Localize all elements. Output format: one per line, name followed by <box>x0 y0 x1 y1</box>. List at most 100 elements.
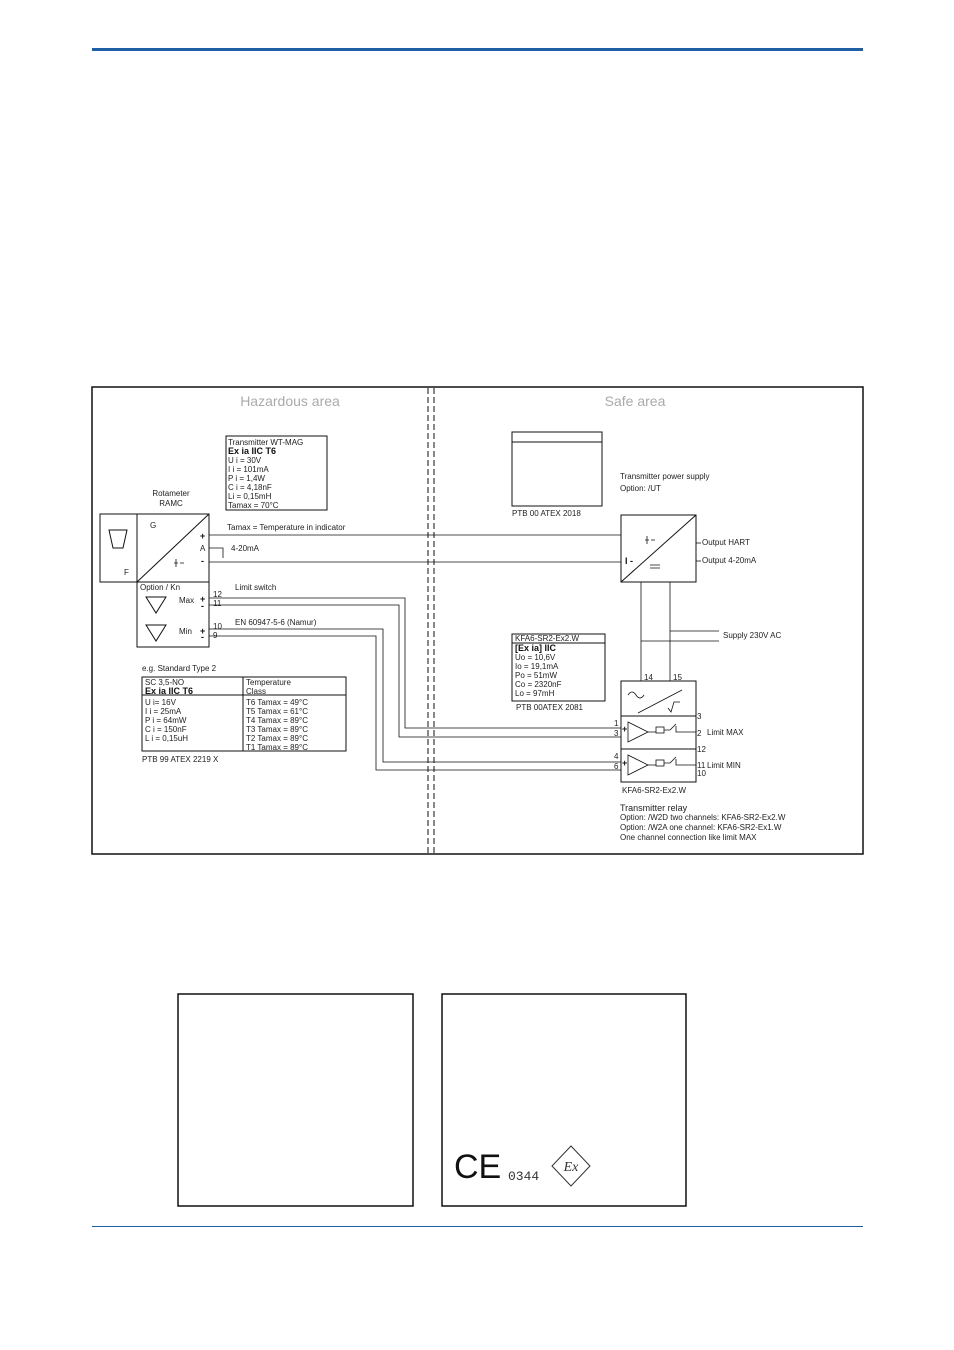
switch-terminal-11: 11 <box>213 599 222 608</box>
rotameter-g: G <box>150 521 156 530</box>
max-plus: + <box>200 594 205 604</box>
float-icon <box>108 529 128 549</box>
relay-left-3: 3 <box>614 729 619 738</box>
bottom-rule <box>92 1226 863 1227</box>
kfa-spec-2: Uo = 10,6V <box>515 653 556 662</box>
transmitter-spec-4: P i = 1,4W <box>228 474 265 483</box>
sc-spec-1: Ex ia IIC T6 <box>145 686 193 696</box>
max-switch-icon <box>145 596 167 614</box>
sc-spec-3: I i = 25mA <box>145 707 182 716</box>
min-switch-icon <box>145 624 167 642</box>
relay-contact-min-icon <box>648 756 696 766</box>
switch-terminal-12: 12 <box>213 590 222 599</box>
limit-switch-box <box>136 581 210 648</box>
terminal-minus: - <box>201 556 204 566</box>
power-i-symbol: I - <box>625 556 633 566</box>
relay-terminal-15: 15 <box>673 673 682 682</box>
notified-body-number: 0344 <box>508 1169 539 1184</box>
converter-icon <box>174 559 184 567</box>
power-supply-label-1: Option: /UT <box>620 484 661 493</box>
ce-mark: CE <box>454 1148 501 1186</box>
temp-class-2: T4 Tamax = 89°C <box>246 716 308 725</box>
rotameter-label-1: RAMC <box>159 499 183 508</box>
relay-coil-max-icon <box>655 726 665 734</box>
temp-class-header-0: Temperature <box>246 678 291 687</box>
temp-class-0: T6 Tamax = 49°C <box>246 698 308 707</box>
wire-a <box>209 547 224 558</box>
switch-terminal-10: 10 <box>213 622 222 631</box>
tamax-note: Tamax = Temperature in indicator <box>227 523 346 532</box>
temp-class-1: T5 Tamax = 61°C <box>246 707 308 716</box>
max-label: Max <box>179 596 194 605</box>
option-kn-label: Option / Kn <box>140 583 180 592</box>
sc-spec-0: SC 3,5-NO <box>145 678 184 687</box>
transmitter-spec-3: I i = 101mA <box>228 465 269 474</box>
kfa-spec-4: Po = 51mW <box>515 671 557 680</box>
transmitter-spec-box <box>225 435 328 511</box>
relay-text-0: Transmitter relay <box>620 803 688 813</box>
power-supply-label-0: Transmitter power supply <box>620 472 710 481</box>
relay-text-3: One channel connection like limit MAX <box>620 833 757 842</box>
terminal-a: A <box>200 544 206 553</box>
relay-contact-max-icon <box>648 723 696 733</box>
wire-max-a <box>209 597 621 729</box>
relay-right-12: 12 <box>697 745 706 754</box>
transmitter-spec-5: C i = 4,18nF <box>228 483 272 492</box>
nameplate-panel-left <box>177 993 414 1207</box>
amp-max-icon <box>627 721 649 743</box>
temp-class-4: T2 Tamax = 89°C <box>246 734 308 743</box>
relay-plus-2: + <box>622 758 627 768</box>
output-hart: Output HART <box>702 538 750 547</box>
wire-min-a <box>209 628 621 763</box>
ex-hexagon-icon <box>551 1145 591 1187</box>
rotameter-f: F <box>124 568 129 577</box>
safe-area-title: Safe area <box>605 393 666 409</box>
kfa-spec-5: Co = 2320nF <box>515 680 562 689</box>
kfa-spec-0: KFA6-SR2-Ex2.W <box>515 634 579 643</box>
top-rule <box>92 48 863 51</box>
wire-min-b <box>209 635 621 771</box>
max-minus: - <box>201 601 204 611</box>
ptb-power: PTB 00 ATEX 2018 <box>512 509 581 518</box>
temp-class-5: T1 Tamax = 89°C <box>246 743 308 752</box>
temp-class-header-1: Class <box>246 687 266 696</box>
wire-max-b <box>209 604 621 738</box>
transmitter-diagonal <box>136 513 210 583</box>
sc-spec-5: C i = 150nF <box>145 725 187 734</box>
sc-spec-box <box>141 676 347 752</box>
relay-right-2: 2 <box>697 729 702 738</box>
power-supply-unit <box>620 514 697 583</box>
standard-type-label: e.g. Standard Type 2 <box>142 664 217 673</box>
transmitter-spec-0: Transmitter WT-MAG <box>228 438 303 447</box>
limit-switch-label: Limit switch <box>235 583 276 592</box>
relay-right-3: 3 <box>697 712 702 721</box>
kfa-ptb: PTB 00ATEX 2081 <box>516 703 584 712</box>
power-dc-icon <box>650 564 660 569</box>
sc-spec-4: P i = 64mW <box>145 716 187 725</box>
relay-text-2: Option: /W2A one channel: KFA6-SR2-Ex1.W <box>620 823 782 832</box>
namur-label: EN 60947-5-6 (Namur) <box>235 618 317 627</box>
sc-spec-6: L i = 0,15uH <box>145 734 188 743</box>
min-plus: + <box>200 626 205 636</box>
ex-mark: Ex <box>563 1160 580 1175</box>
transmitter-spec-7: Tamax = 70°C <box>228 501 279 510</box>
relay-left-6: 6 <box>614 762 619 771</box>
rotameter-label-0: Rotameter <box>152 489 190 498</box>
sqrt-icon <box>667 701 680 713</box>
sc-ptb: PTB 99 ATEX 2219 X <box>142 755 219 764</box>
power-supply-diagonal <box>620 514 697 583</box>
kfa-spec-3: Io = 19,1mA <box>515 662 559 671</box>
output-420: Output 4-20mA <box>702 556 757 565</box>
sc-spec-2: U i= 16V <box>145 698 177 707</box>
relay-left-1: 1 <box>614 719 619 728</box>
relay-terminal-14: 14 <box>644 673 653 682</box>
limit-min-label: Limit MIN <box>707 761 741 770</box>
terminal-plus: + <box>200 531 205 541</box>
relay-text-1: Option: /W2D two channels: KFA6-SR2-Ex2.… <box>620 813 786 822</box>
relay-left-4: 4 <box>614 752 619 761</box>
switch-terminal-9: 9 <box>213 631 218 640</box>
current-note: 4-20mA <box>231 544 260 553</box>
diagram-frame <box>91 386 864 855</box>
temp-class-3: T3 Tamax = 89°C <box>246 725 308 734</box>
relay-coil-min-icon <box>655 759 665 767</box>
